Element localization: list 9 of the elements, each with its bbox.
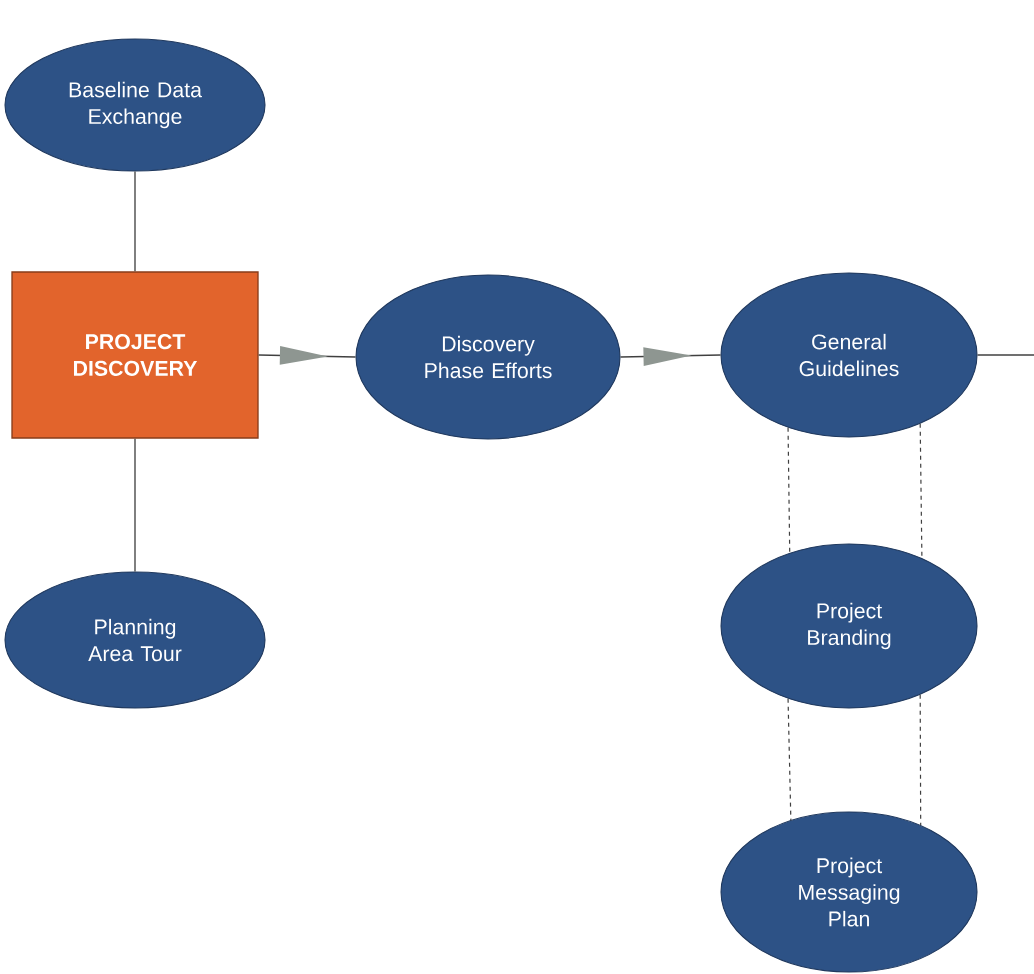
arrow — [258, 346, 357, 365]
dashed-line — [787, 698, 792, 821]
dashed-line — [919, 423, 923, 559]
process-box: PROJECT DISCOVERY — [11, 271, 259, 439]
connector-line — [134, 170, 136, 272]
arrow — [619, 347, 722, 366]
dashed-line — [919, 694, 922, 826]
connector-line — [134, 438, 136, 573]
connector-line — [976, 354, 1034, 356]
